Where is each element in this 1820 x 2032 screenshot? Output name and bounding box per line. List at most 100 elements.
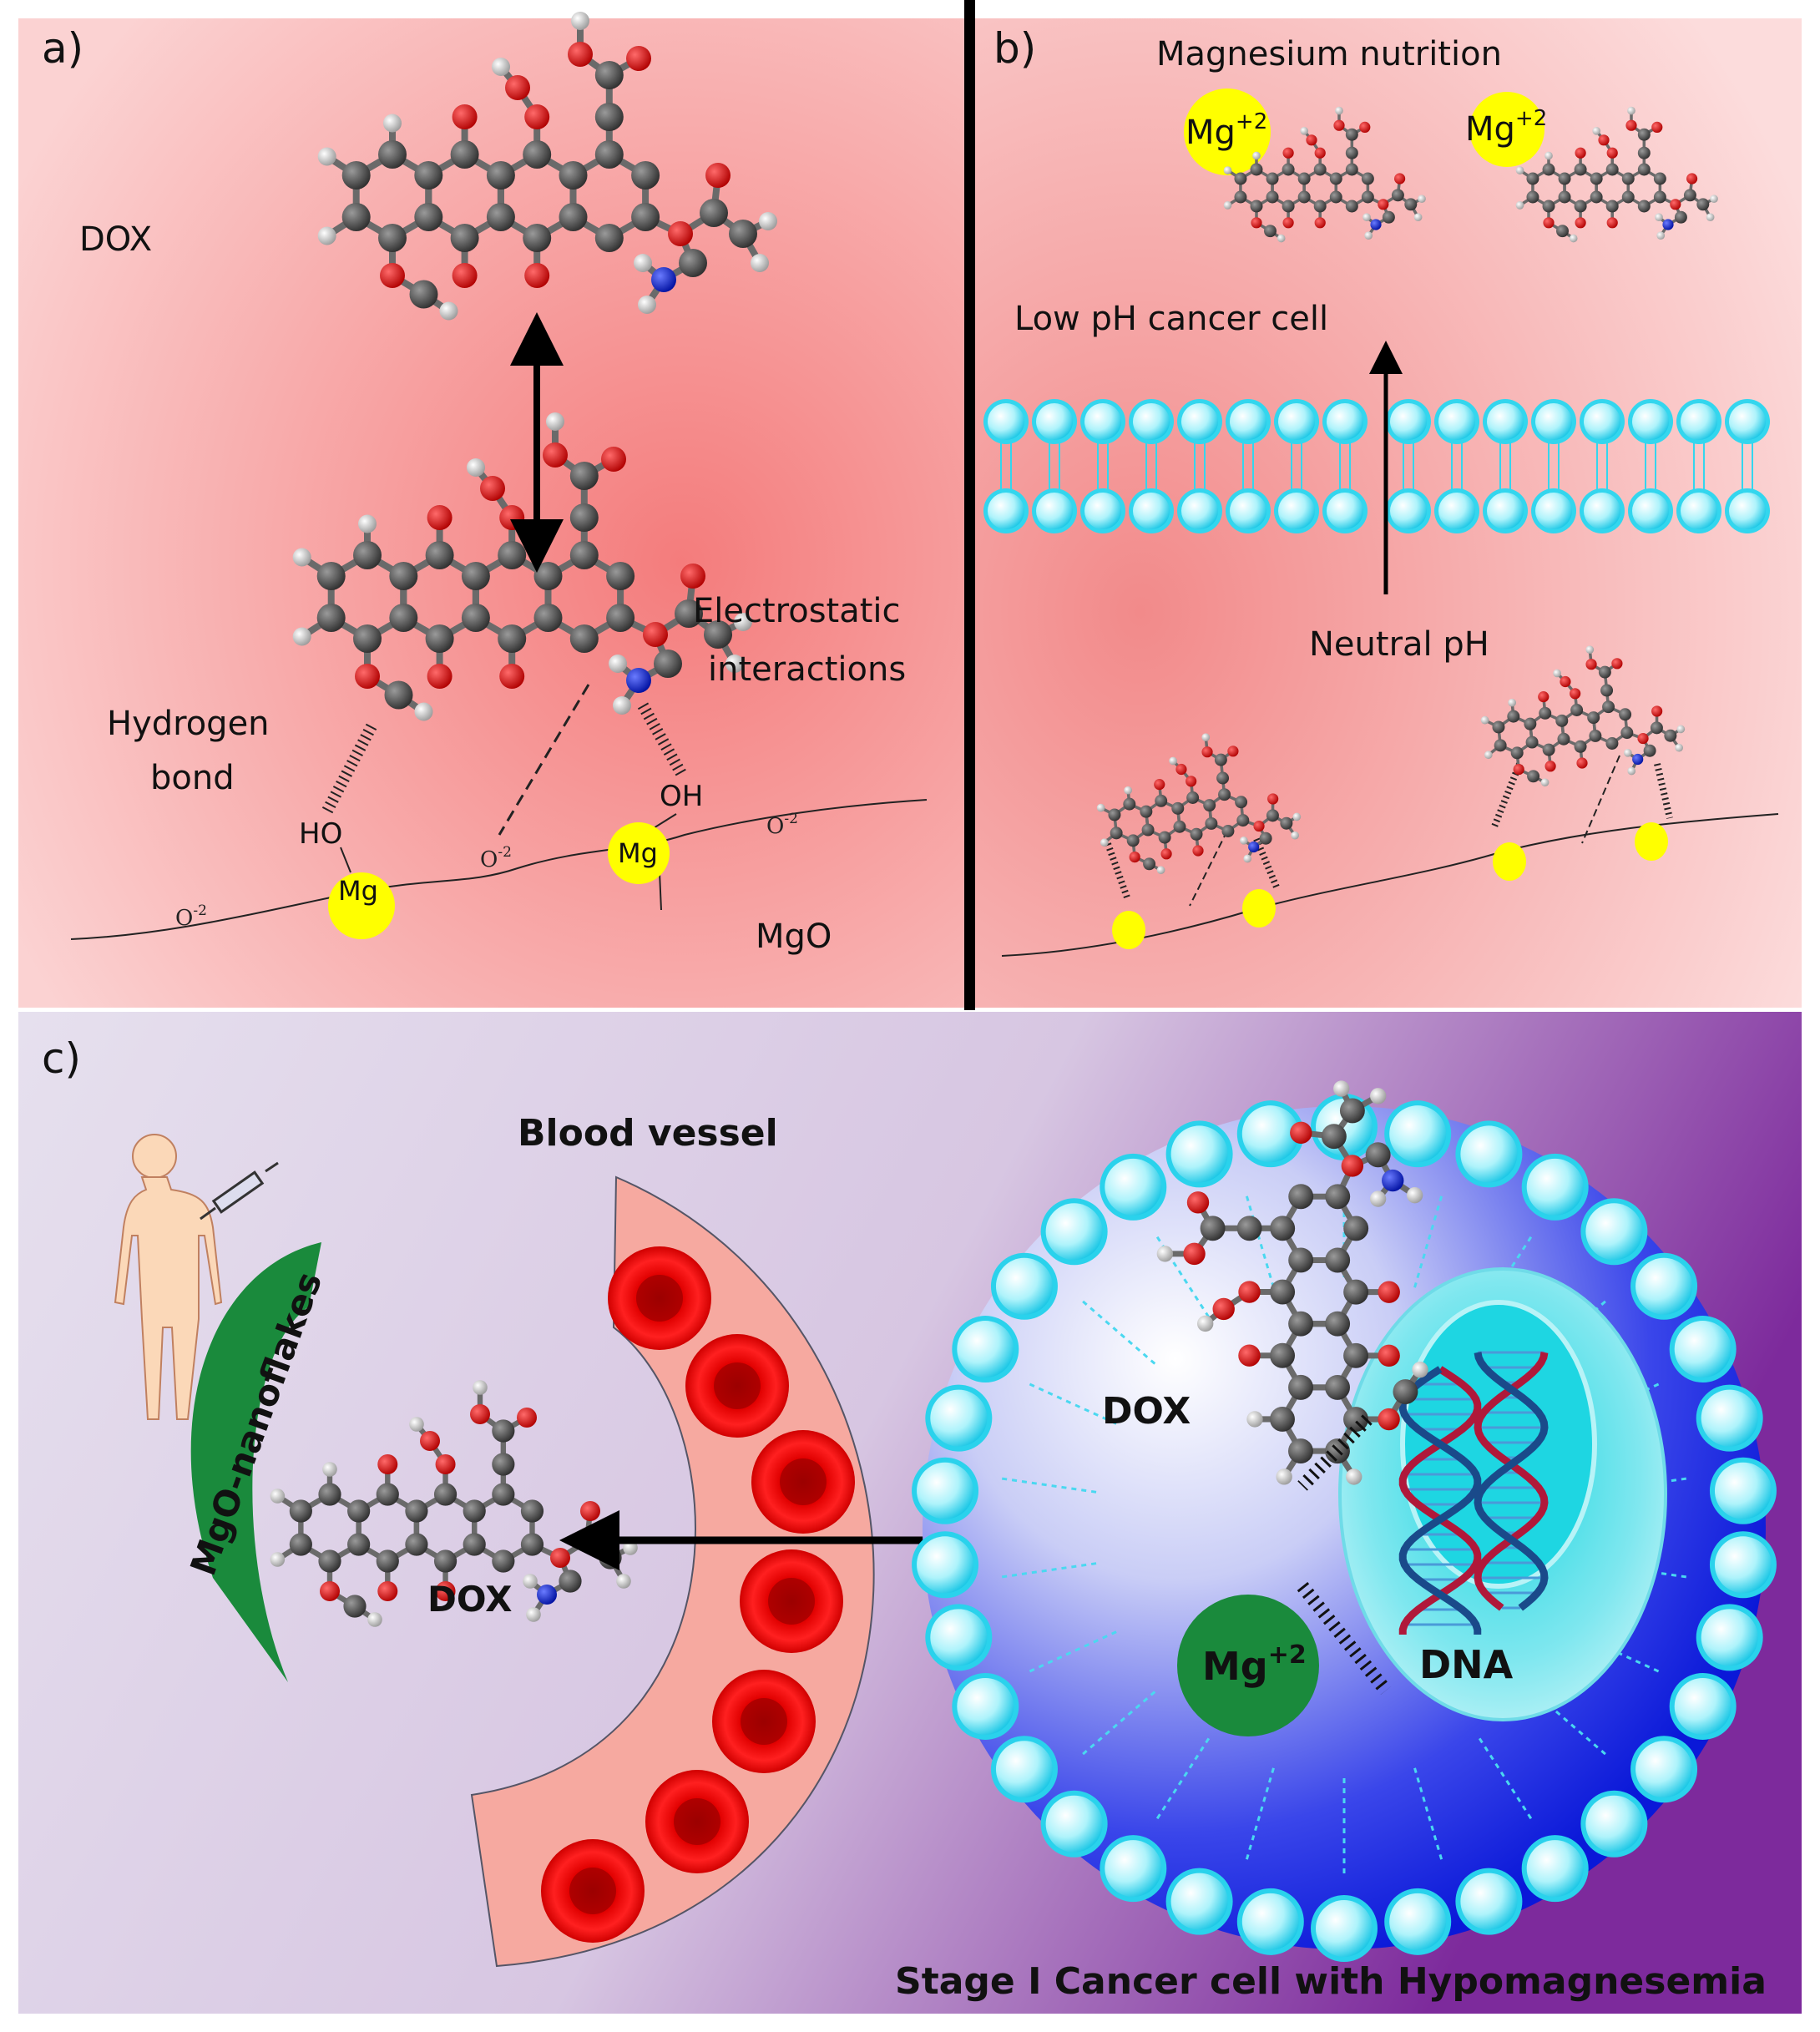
atom-c <box>1266 809 1279 822</box>
hbond-b2-right <box>1654 763 1673 819</box>
atom-c <box>461 562 490 590</box>
membrane-bead <box>1674 1677 1732 1735</box>
mg-ion-b-right <box>1469 92 1544 167</box>
atom-c <box>1143 857 1156 871</box>
mg-atom-b1-left <box>1112 911 1145 949</box>
atom-c <box>700 199 728 227</box>
atom-c <box>389 562 418 590</box>
cytoplasm-dash <box>997 1562 1097 1580</box>
lipid-head <box>988 493 1024 529</box>
atom-h <box>725 655 744 673</box>
atom-c <box>675 599 703 628</box>
atom-c <box>1288 1311 1314 1337</box>
lipid-head <box>1632 403 1669 440</box>
atom-h <box>1585 645 1595 655</box>
lipid-head <box>1230 493 1266 529</box>
atom-c <box>1637 146 1651 159</box>
atom-c <box>523 140 552 169</box>
atom-c <box>353 624 382 653</box>
atom-c <box>1605 736 1619 750</box>
atom-o <box>1154 779 1165 791</box>
atom-o <box>1183 1242 1206 1266</box>
atom-h <box>1300 126 1309 135</box>
atom-o <box>1227 746 1239 757</box>
atom-c <box>1343 1342 1369 1368</box>
atom-o <box>1543 217 1555 229</box>
atom-c <box>1343 1407 1368 1432</box>
atom-c <box>1637 200 1651 213</box>
lipid-head <box>1327 493 1363 529</box>
dox-molecule-b-bound-2 <box>1480 645 1686 787</box>
lipid-head <box>1230 403 1266 440</box>
atom-c <box>704 620 732 649</box>
membrane-bead <box>1635 1257 1693 1315</box>
atom-c <box>1108 808 1121 821</box>
atom-h <box>546 412 564 431</box>
atom-c <box>559 203 588 231</box>
lipid-head <box>1181 493 1218 529</box>
atom-o <box>1186 1191 1210 1214</box>
hydrogen-bond-label-1: Hydrogen <box>107 705 270 743</box>
atom-o <box>1378 1344 1400 1367</box>
atom-c <box>1203 799 1216 812</box>
atom-h <box>1156 866 1165 875</box>
atom-c <box>1674 210 1687 224</box>
atom-h <box>613 696 631 715</box>
atom-o <box>1333 119 1345 131</box>
atom-c <box>1270 1407 1295 1432</box>
atom-c <box>343 1595 367 1618</box>
atom-c <box>1345 146 1358 159</box>
atom-c <box>1619 708 1632 721</box>
cancer-cell-caption: Stage I Cancer cell with Hypomagnesemia <box>895 1960 1767 2003</box>
atom-o <box>1598 134 1610 146</box>
atom-o <box>1575 217 1586 229</box>
atom-c <box>1282 163 1295 176</box>
atom-c <box>1123 797 1136 811</box>
atom-h <box>1201 733 1211 742</box>
atom-c <box>1621 172 1635 185</box>
membrane-bead <box>1170 1873 1228 1930</box>
panel-c-letter: c) <box>42 1034 81 1083</box>
atom-c <box>1266 190 1279 204</box>
atom-c <box>1321 1124 1347 1150</box>
atom-c <box>1361 190 1374 204</box>
atom-o <box>480 476 505 501</box>
electrostatic-label-2: interactions <box>708 650 906 689</box>
magnesium-nutrition-label: Magnesium nutrition <box>1156 35 1502 73</box>
atom-c <box>433 1483 458 1506</box>
atom-h <box>409 1417 424 1432</box>
lipid-head <box>1181 403 1218 440</box>
atom-h <box>1675 743 1683 752</box>
lipid-head <box>1390 403 1427 440</box>
atom-o <box>435 1454 456 1474</box>
atom-o <box>1544 761 1556 772</box>
membrane-bead <box>1460 1125 1518 1183</box>
atom-c <box>1621 190 1635 204</box>
atom-o <box>1238 1281 1261 1303</box>
atom-c <box>1620 726 1634 740</box>
atom-c <box>1696 198 1710 211</box>
atom-c <box>1282 200 1295 213</box>
dna-strand <box>1474 1352 1549 1611</box>
blood-vessel-label: Blood vessel <box>518 1112 778 1155</box>
atom-h <box>1197 1315 1214 1332</box>
atom-c <box>492 1549 515 1573</box>
atom-c <box>1526 190 1539 204</box>
lipid-head <box>1084 403 1121 440</box>
atom-h <box>571 12 589 30</box>
atom-c <box>594 61 624 89</box>
atom-h <box>270 1489 286 1504</box>
dox-molecule-a-top <box>317 12 777 321</box>
hydrogen-bond-label-2: bond <box>150 759 235 797</box>
red-blood-cell-center <box>569 1868 616 1914</box>
dox-molecule-c-cell <box>1156 1080 1428 1485</box>
atom-o <box>1238 1344 1261 1367</box>
atom-c <box>1539 706 1552 720</box>
atom-c <box>1110 826 1123 840</box>
atom-o <box>1359 121 1371 133</box>
atom-h <box>1569 234 1578 243</box>
atom-o <box>1341 1155 1364 1177</box>
atom-c <box>1173 820 1186 833</box>
atom-h <box>1252 151 1261 160</box>
mg-ion-b-left <box>1184 88 1271 175</box>
